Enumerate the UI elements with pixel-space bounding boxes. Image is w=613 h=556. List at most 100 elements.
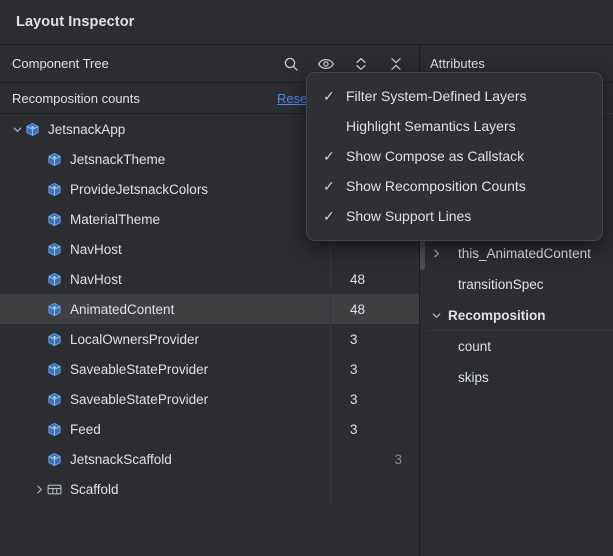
menu-item[interactable]: ✓Show Support Lines bbox=[307, 201, 602, 231]
menu-item[interactable]: ✓Highlight Semantics Layers bbox=[307, 111, 602, 141]
tree-node-label: NavHost bbox=[70, 271, 122, 287]
tree-row-content: ProvideJetsnackColors bbox=[0, 181, 208, 198]
attribute-row[interactable]: this_AnimatedContent bbox=[420, 238, 613, 269]
count-column-divider bbox=[330, 294, 331, 324]
component-tree-header: Component Tree bbox=[0, 45, 419, 82]
compose-node-icon bbox=[46, 181, 63, 198]
expand-all-icon[interactable] bbox=[352, 55, 370, 73]
attribute-row[interactable]: transitionSpec bbox=[420, 269, 613, 300]
attribute-row[interactable]: skips bbox=[420, 362, 613, 393]
compose-node-icon bbox=[46, 271, 63, 288]
compose-node-icon bbox=[46, 241, 63, 258]
attribute-group-divider bbox=[428, 330, 613, 331]
tree-row-content: JetsnackTheme bbox=[0, 151, 165, 168]
attribute-label: count bbox=[458, 339, 492, 354]
attributes-header: Attributes bbox=[420, 45, 613, 82]
attributes-title: Attributes bbox=[430, 56, 485, 71]
tree-row-content: JetsnackScaffold bbox=[0, 451, 172, 468]
tree-node-label: AnimatedContent bbox=[70, 301, 175, 317]
tree-row[interactable]: Scaffold bbox=[0, 474, 419, 504]
compose-node-icon bbox=[46, 211, 63, 228]
tree-node-label: NavHost bbox=[70, 241, 122, 257]
count-column-divider bbox=[330, 414, 331, 444]
reset-counts-link[interactable]: Reset bbox=[277, 90, 311, 106]
check-icon: ✓ bbox=[323, 178, 335, 194]
view-options-menu[interactable]: ✓ Filter System-Defined Layers ✓Highlight … bbox=[306, 72, 603, 241]
menu-item-label: Filter System-Defined Layers bbox=[346, 88, 527, 104]
check-icon: ✓ bbox=[323, 88, 335, 104]
tree-row[interactable]: JetsnackScaffold 3 bbox=[0, 444, 419, 474]
pane-splitter[interactable] bbox=[419, 44, 420, 556]
menu-item[interactable]: ✓ Show Recomposition Counts bbox=[307, 171, 602, 201]
recomposition-count-cell: 3 bbox=[350, 391, 358, 407]
component-tree-title: Component Tree bbox=[12, 56, 109, 71]
count-column-divider bbox=[330, 444, 331, 474]
tree-row[interactable]: LocalOwnersProvider 3 bbox=[0, 324, 419, 354]
attribute-label: Recomposition bbox=[448, 308, 546, 323]
count-column-divider bbox=[330, 354, 331, 384]
recomposition-count-cell: 3 bbox=[350, 421, 358, 437]
tree-row-content: Scaffold bbox=[0, 481, 119, 498]
tree-row-content: NavHost bbox=[0, 241, 122, 258]
search-icon[interactable] bbox=[282, 55, 300, 73]
tree-node-label: LocalOwnersProvider bbox=[70, 331, 200, 347]
recomposition-count-cell: 48 bbox=[350, 301, 366, 317]
attribute-group-row[interactable]: Recomposition bbox=[420, 300, 613, 331]
count-column-divider bbox=[330, 474, 331, 504]
tree-node-label: Feed bbox=[70, 421, 101, 437]
tree-row-content: Feed bbox=[0, 421, 101, 438]
tree-node-label: JetsnackScaffold bbox=[70, 451, 172, 467]
compose-node-icon bbox=[24, 121, 41, 138]
attribute-row[interactable]: count bbox=[420, 331, 613, 362]
recomposition-count-cell: 3 bbox=[350, 331, 358, 347]
menu-item[interactable]: ✓ Filter System-Defined Layers bbox=[307, 81, 602, 111]
chevron-down-icon[interactable] bbox=[428, 308, 444, 324]
window-title-bar: Layout Inspector bbox=[0, 0, 613, 44]
count-column-divider bbox=[330, 384, 331, 414]
compose-node-icon bbox=[46, 421, 63, 438]
tree-row[interactable]: NavHost bbox=[0, 234, 419, 264]
recomposition-count-cell: 48 bbox=[350, 271, 366, 287]
eye-icon[interactable] bbox=[317, 55, 335, 73]
tree-row[interactable]: NavHost 48 bbox=[0, 264, 419, 294]
tree-node-label: SaveableStateProvider bbox=[70, 361, 209, 377]
menu-item-label: Show Recomposition Counts bbox=[346, 178, 526, 194]
tree-row[interactable]: ProvideJetsnackColors bbox=[0, 174, 419, 204]
tree-row-content: LocalOwnersProvider bbox=[0, 331, 199, 348]
tree-row[interactable]: Feed 3 bbox=[0, 414, 419, 444]
compose-node-icon bbox=[46, 391, 63, 408]
menu-item[interactable]: ✓Show Compose as Callstack bbox=[307, 141, 602, 171]
tree-node-label: JetsnackTheme bbox=[70, 151, 166, 167]
check-icon: ✓ bbox=[323, 208, 335, 224]
tree-row-content: SaveableStateProvider bbox=[0, 391, 208, 408]
attribute-label: this_AnimatedContent bbox=[458, 246, 591, 261]
title-divider bbox=[0, 44, 613, 45]
count-column-divider bbox=[330, 234, 331, 264]
tree-node-label: MaterialTheme bbox=[70, 211, 161, 227]
tree-row[interactable]: JetsnackApp bbox=[0, 114, 419, 144]
recomposition-counts-label: Recomposition counts bbox=[12, 90, 140, 106]
tree-row[interactable]: SaveableStateProvider 3 bbox=[0, 354, 419, 384]
compose-node-icon bbox=[46, 301, 63, 318]
tree-row[interactable]: JetsnackTheme bbox=[0, 144, 419, 174]
count-column-divider bbox=[330, 324, 331, 354]
tree-row[interactable]: AnimatedContent 48 bbox=[0, 294, 419, 324]
recomposition-count-cell: 3 bbox=[394, 451, 402, 467]
compose-node-icon bbox=[46, 451, 63, 468]
page-title: Layout Inspector bbox=[16, 14, 135, 30]
tree-row-content: MaterialTheme bbox=[0, 211, 160, 228]
collapse-all-icon[interactable] bbox=[387, 55, 405, 73]
attribute-label: transitionSpec bbox=[458, 277, 544, 292]
compose-node-icon bbox=[46, 361, 63, 378]
attribute-label: skips bbox=[458, 370, 489, 385]
tree-node-label: Scaffold bbox=[70, 481, 119, 497]
recomposition-count-cell: 3 bbox=[350, 361, 358, 377]
chevron-down-icon[interactable] bbox=[10, 122, 24, 136]
tree-row-content: AnimatedContent bbox=[0, 301, 174, 318]
tree-row[interactable]: SaveableStateProvider 3 bbox=[0, 384, 419, 414]
tree-node-label: ProvideJetsnackColors bbox=[70, 181, 209, 197]
chevron-right-icon[interactable] bbox=[32, 482, 46, 496]
chevron-right-icon[interactable] bbox=[428, 246, 444, 262]
